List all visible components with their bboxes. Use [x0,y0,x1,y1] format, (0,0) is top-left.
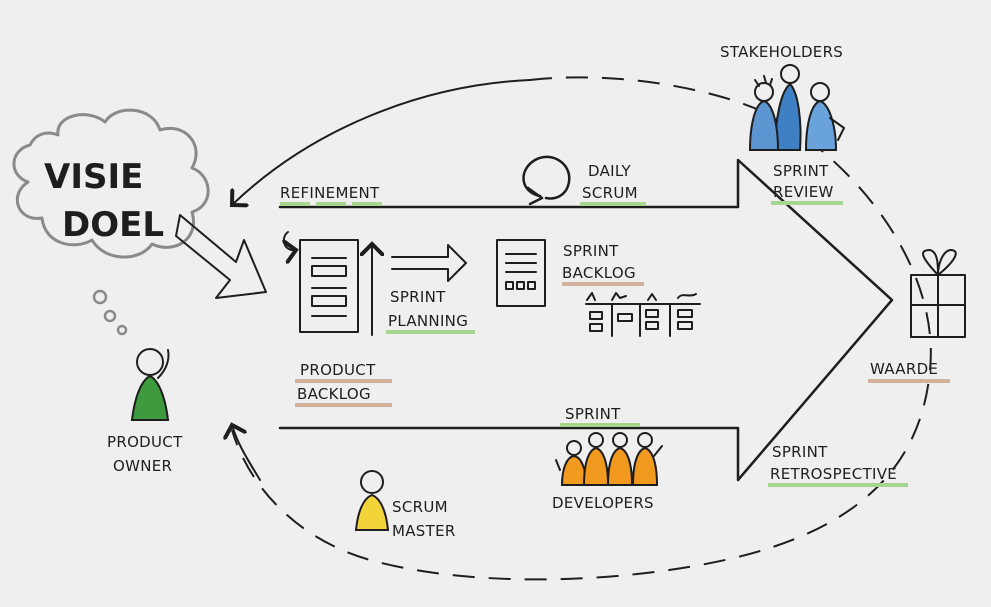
sprint-planning-label-2: PLANNING [388,312,468,330]
vision-label-1: VISIE [44,157,143,197]
sprint-review-label-2: REVIEW [773,183,834,201]
feedback-arrow-to-vision [232,79,531,205]
sprint-big-arrow [278,158,894,482]
backlog-document-icon [284,231,372,336]
developers-label: DEVELOPERS [552,494,654,512]
sprint-backlog-document-icon [496,239,546,307]
taskboard-icon [585,292,701,337]
daily-scrum-label-2: SCRUM [582,184,638,202]
sprint-backlog-label-1: SPRINT [563,242,619,260]
product-owner-label-1: PRODUCT [107,433,183,451]
vision-label-2: DOEL [62,205,164,245]
sprint-backlog-label-2: BACKLOG [562,264,636,282]
sprint-planning-label-1: SPRINT [390,288,446,306]
gift-icon [910,249,966,338]
sprint-label: SPRINT [565,405,621,423]
loop-arrow-icon [522,155,571,206]
refinement-label: REFINEMENT [280,184,380,202]
sprint-retro-label-2: RETROSPECTIVE [770,465,897,483]
sprint-review-label-1: SPRINT [773,162,829,180]
vision-to-backlog-arrow [175,214,267,299]
product-backlog-label-2: BACKLOG [297,385,371,403]
daily-scrum-label-1: DAILY [588,162,632,180]
stakeholders-label: STAKEHOLDERS [720,43,843,61]
feedback-arrow-to-owner [232,425,261,481]
product-backlog-label-1: PRODUCT [300,361,376,379]
product-owner-label-2: OWNER [113,457,172,475]
scrum-master-label-2: MASTER [392,522,456,540]
sprint-planning-arrow [391,244,467,282]
scrum-master-label-1: SCRUM [392,498,448,516]
developers-figures [555,432,663,486]
scrum-master-figure [354,470,390,531]
thought-cloud-icon [12,108,210,336]
product-owner-figure [130,348,170,421]
value-label: WAARDE [870,360,938,378]
stakeholders-figures [748,64,845,151]
sprint-retro-label-1: SPRINT [772,443,828,461]
